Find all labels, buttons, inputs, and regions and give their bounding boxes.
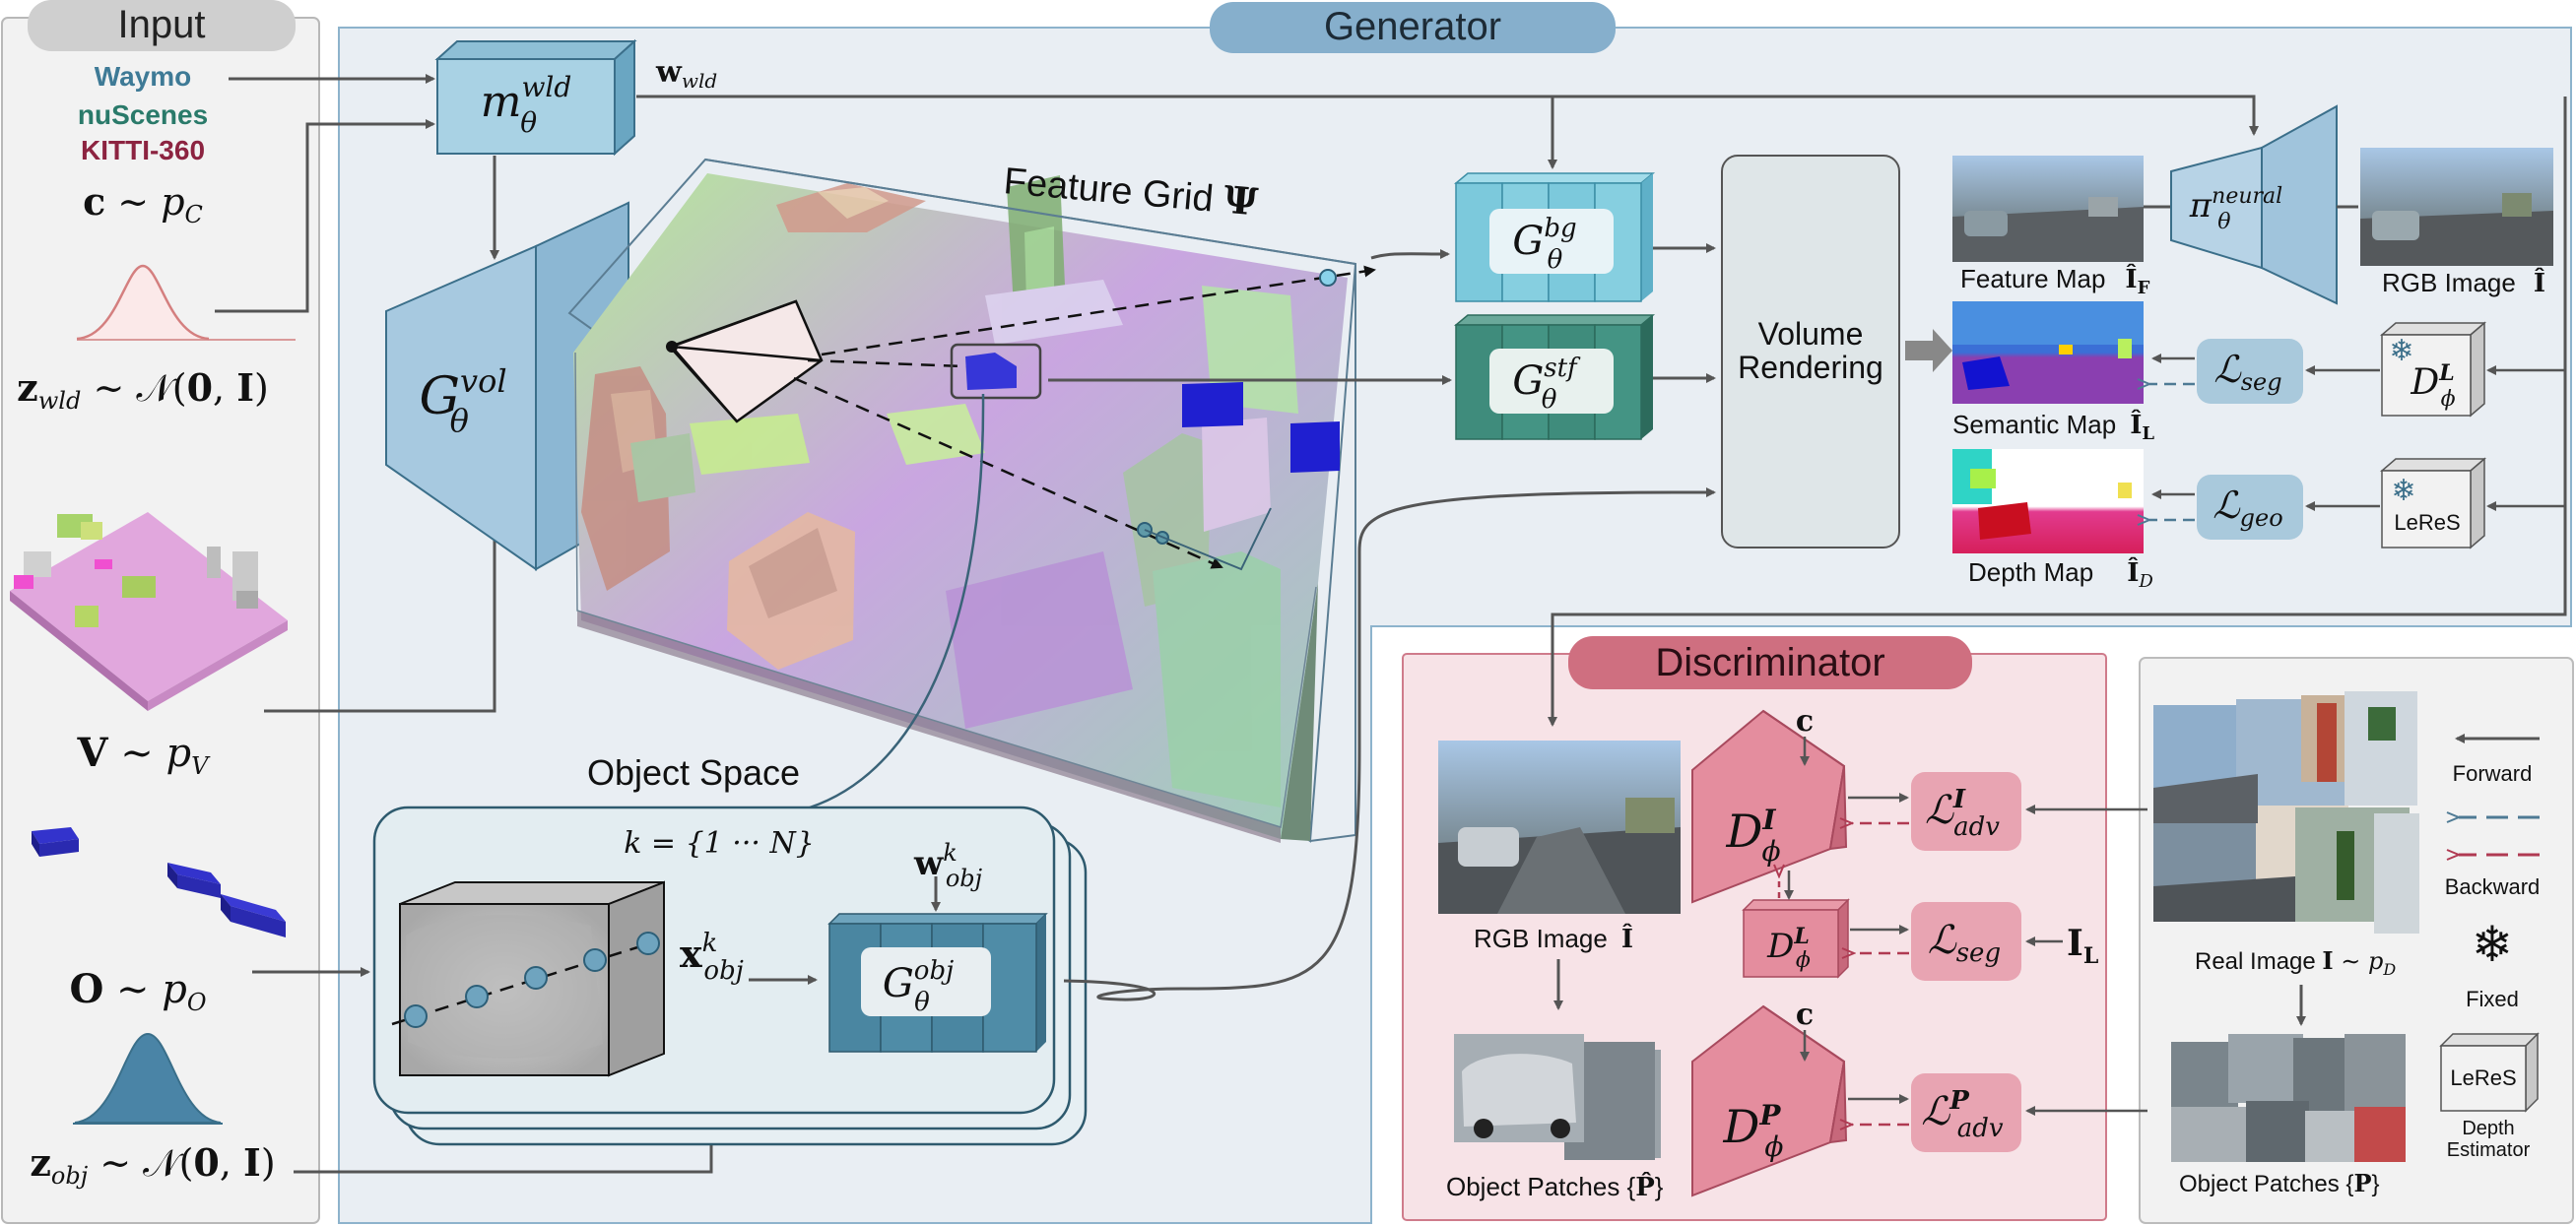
l-seg-disc: ℒseg xyxy=(1911,902,2021,981)
legend-depth-box-label: LeReS xyxy=(2450,1065,2516,1090)
generator-title: Generator xyxy=(1324,5,1501,48)
c-top-label: c xyxy=(1796,704,1814,739)
discriminator-arrows xyxy=(1848,793,2147,1125)
discriminator-header: Discriminator xyxy=(1568,636,1972,689)
object-space-label: Object Space xyxy=(587,752,800,793)
legend-depth-block: LeReS xyxy=(2439,1032,2540,1113)
d-i-to-d-l-arrows xyxy=(1779,871,1794,900)
i-l-label: IL xyxy=(2067,923,2098,969)
l-seg-gen: ℒseg xyxy=(2197,339,2303,404)
feature-map-image xyxy=(1952,156,2144,262)
disc-rgb-image xyxy=(1438,741,1681,914)
snowflake-icon: ❄ xyxy=(2472,917,2513,972)
legend: Forward Backward ❄ Fixed LeReS Depth Est… xyxy=(2439,734,2541,1161)
voxel-distribution: V ∼ pV xyxy=(77,730,212,780)
generator-loss-arrows xyxy=(2149,354,2565,520)
zwld-distribution: zwld ∼ 𝒩(0, I) xyxy=(17,365,269,415)
gaussian-object-icon xyxy=(73,1032,223,1125)
l-geo-gen-label: ℒgeo xyxy=(2213,484,2282,532)
disc-patches-label: Object Patches {P̂} xyxy=(1446,1172,1664,1202)
legend-backward-label: Backward xyxy=(2445,874,2541,899)
semantic-map-image xyxy=(1952,301,2144,404)
legend-fixed-label: Fixed xyxy=(2466,987,2519,1011)
discriminator-title: Discriminator xyxy=(1655,641,1884,684)
input-title: Input xyxy=(118,3,206,46)
l-geo-gen: ℒgeo xyxy=(2197,475,2303,540)
legend-depth-line1: Depth xyxy=(2462,1118,2514,1139)
w-wld-label: wwld xyxy=(655,55,717,93)
dataset-nuscenes: nuScenes xyxy=(78,99,208,130)
input-header: Input xyxy=(28,0,296,51)
k-range-label: k = {1 ··· N} xyxy=(624,826,815,861)
snowflake-icon: ❄ xyxy=(2391,475,2415,507)
snowflake-icon: ❄ xyxy=(2389,335,2413,367)
rgb-output-image xyxy=(2360,148,2553,266)
render-output-arrow xyxy=(1905,329,1952,372)
l-seg-disc-label: ℒseg xyxy=(1928,918,2001,968)
real-image-collage xyxy=(2153,691,2419,934)
volume-rendering-line2: Rendering xyxy=(1738,350,1883,385)
condition-distribution: c ∼ pC xyxy=(83,179,203,228)
dataset-list: Waymo nuScenes KITTI-360 xyxy=(78,61,208,165)
zobj-distribution: zobj ∼ 𝒩(0, I) xyxy=(30,1140,275,1190)
volume-rendering-line1: Volume xyxy=(1758,316,1864,352)
object-link-curve xyxy=(809,393,985,809)
object-boxes-icon xyxy=(32,827,286,937)
object-distribution: O ∼ pO xyxy=(69,966,206,1016)
real-image-label: Real Image I ∼ pD xyxy=(2195,946,2396,979)
generator-arrows xyxy=(490,95,2567,727)
dataset-waymo: Waymo xyxy=(95,61,192,92)
real-object-patches xyxy=(2171,1034,2406,1162)
voxel-scene-thumbnail xyxy=(10,512,288,711)
real-patches-label: Object Patches {P} xyxy=(2179,1169,2380,1197)
depth-map-image xyxy=(1952,449,2144,553)
legend-forward-label: Forward xyxy=(2453,761,2533,786)
leres-frozen-block: LeReS ❄ xyxy=(2379,457,2487,549)
l-seg-gen-label: ℒseg xyxy=(2213,348,2281,396)
generator-header: Generator xyxy=(1210,2,1616,53)
input-arrows xyxy=(215,74,716,1174)
volume-rendering-block: Volume Rendering xyxy=(1721,155,1900,548)
object-box xyxy=(391,880,665,1077)
disc-object-patches xyxy=(1454,1034,1661,1160)
legend-depth-line2: Estimator xyxy=(2447,1139,2531,1161)
dataset-kitti360: KITTI-360 xyxy=(81,135,205,165)
c-bottom-label: c xyxy=(1796,998,1814,1032)
leres-label: LeReS xyxy=(2394,510,2460,535)
gaussian-world-icon xyxy=(76,264,296,341)
gobj-output-curve xyxy=(1063,487,1716,1001)
